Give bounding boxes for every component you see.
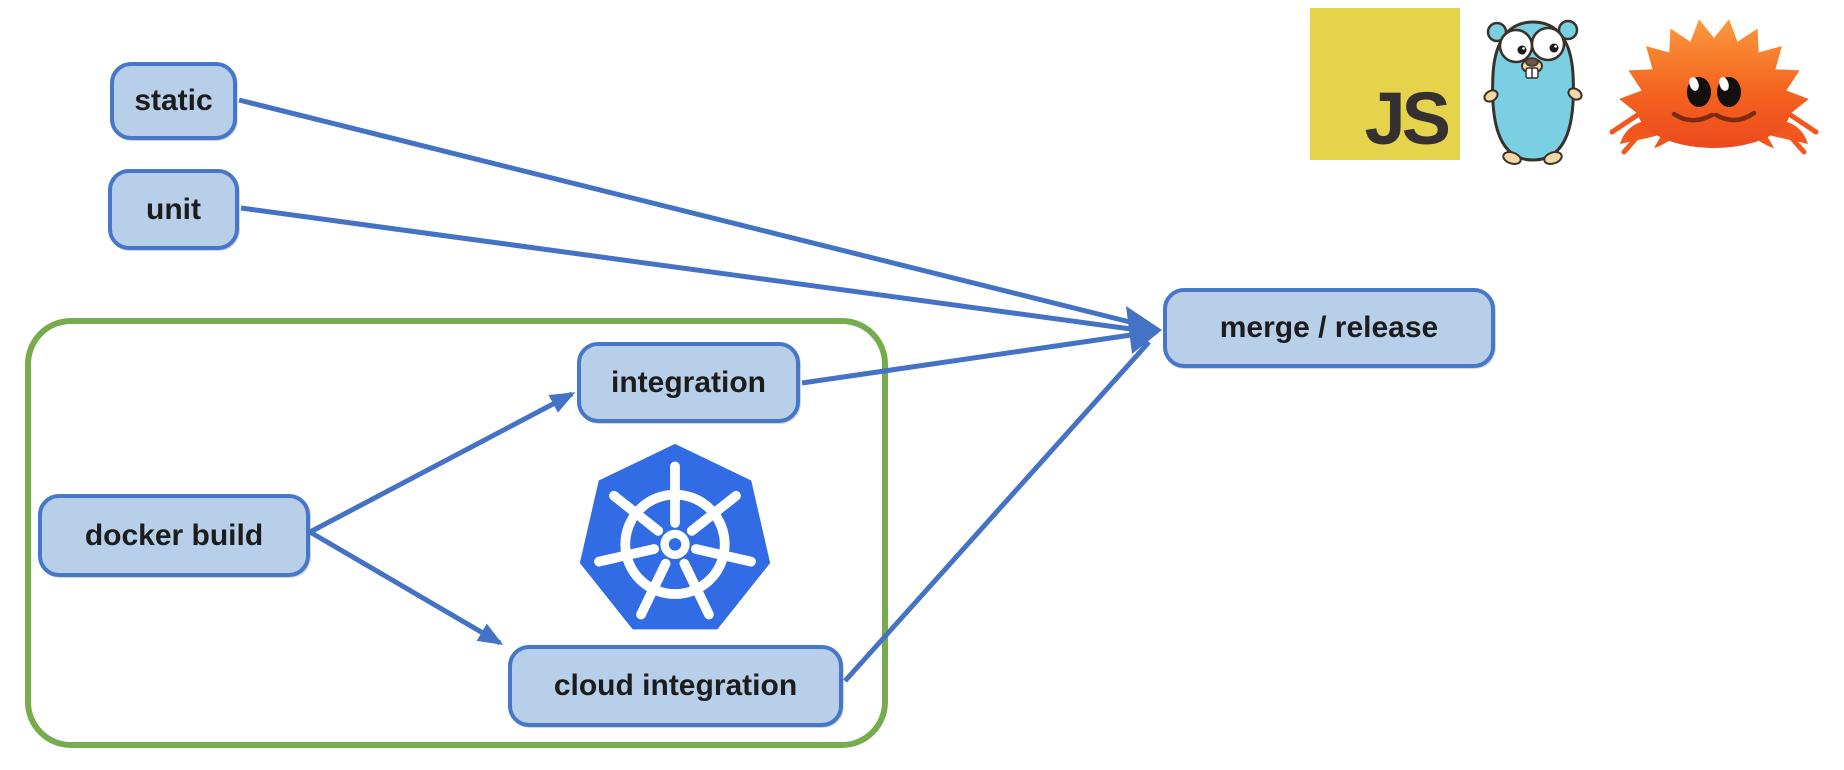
node-static: static <box>110 62 237 140</box>
kubernetes-logo <box>579 443 771 630</box>
node-merge-release-label: merge / release <box>1219 311 1439 344</box>
node-unit-label: unit <box>146 192 201 226</box>
node-integration-label: integration <box>611 365 766 399</box>
edge-unit-to-merge <box>240 205 1139 333</box>
node-cloud-integration: cloud integration <box>508 645 843 727</box>
ferris-figure <box>1609 19 1819 155</box>
node-docker-build: docker build <box>38 494 310 577</box>
node-integration: integration <box>577 342 800 423</box>
edge-docker-to-cloud-integration <box>308 529 504 646</box>
go-gopher-logo <box>1483 19 1583 165</box>
merge-arrowhead-icon <box>1126 306 1162 354</box>
rust-ferris-logo <box>1609 19 1819 155</box>
kubernetes-cluster-group <box>25 318 888 748</box>
edge-docker-to-integration <box>308 391 576 535</box>
node-unit: unit <box>108 169 239 250</box>
edge-static-to-merge <box>238 97 1139 327</box>
edge-integration-to-merge <box>801 331 1139 386</box>
node-cloud-integration-label: cloud integration <box>553 669 798 702</box>
kubernetes-wheel <box>594 461 756 620</box>
javascript-logo: JS <box>1310 8 1460 160</box>
node-merge-release: merge / release <box>1163 288 1495 368</box>
node-static-label: static <box>134 84 213 117</box>
gopher-figure <box>1483 19 1583 165</box>
javascript-logo-text: JS <box>1364 77 1450 160</box>
edge-cloud-integration-to-merge <box>843 340 1151 683</box>
node-docker-build-label: docker build <box>84 518 264 552</box>
